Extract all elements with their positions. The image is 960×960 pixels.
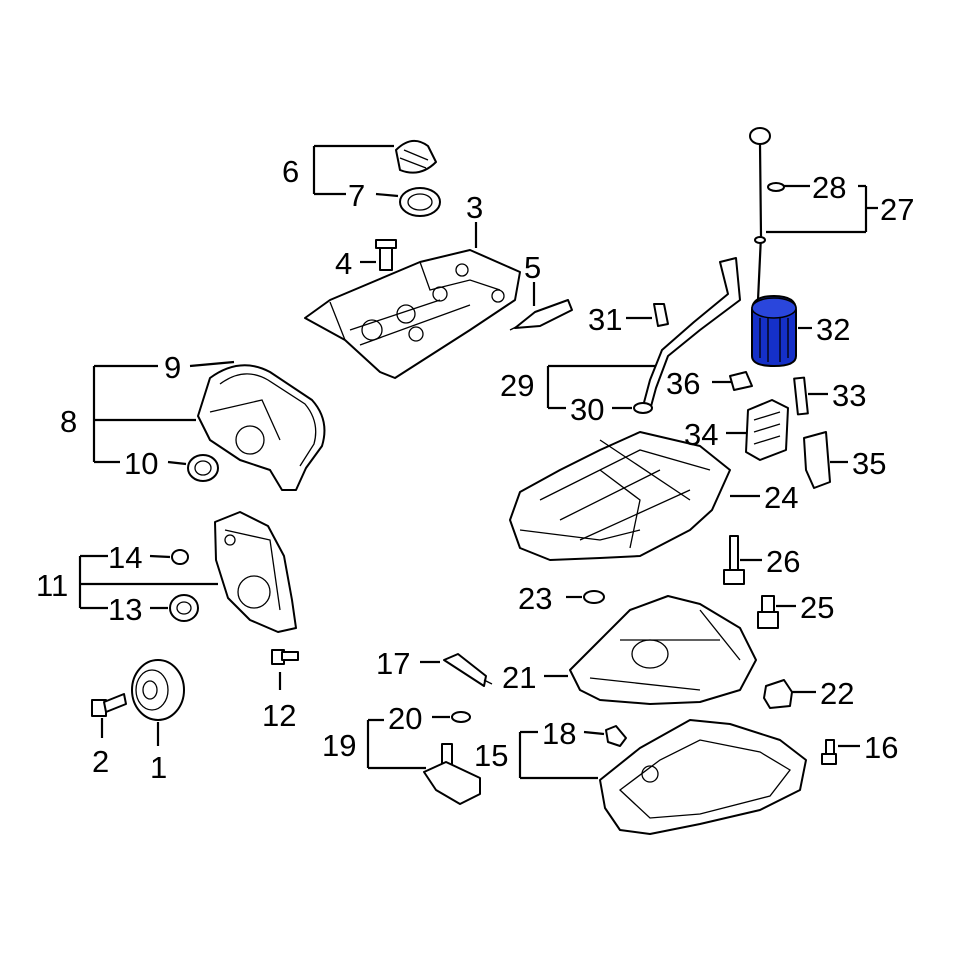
part-valve-cover — [304, 249, 521, 379]
part-bolt-2 — [91, 693, 127, 717]
callout-6: 6 — [282, 154, 299, 189]
callout-29: 29 — [500, 368, 534, 403]
callout-27: 27 — [880, 192, 914, 227]
callout-9: 9 — [164, 350, 181, 385]
part-sensor-36 — [729, 371, 753, 391]
callout-5: 5 — [524, 250, 541, 285]
callout-16: 16 — [864, 730, 898, 765]
callout-24: 24 — [764, 480, 798, 515]
callout-31: 31 — [588, 302, 622, 337]
part-sealant-17 — [443, 653, 493, 687]
part-o-ring-30 — [633, 402, 653, 414]
part-oil-cooler — [745, 399, 789, 461]
part-upper-oil-pan — [509, 431, 731, 561]
callout-22: 22 — [820, 676, 854, 711]
callout-11: 11 — [36, 568, 68, 603]
callout-7: 7 — [348, 178, 365, 213]
callout-8: 8 — [60, 404, 77, 439]
callout-labels: 6 7 3 4 5 9 8 10 14 11 13 12 2 1 28 27 3… — [36, 154, 914, 785]
callout-10: 10 — [124, 446, 158, 481]
part-gasket-35 — [803, 431, 831, 489]
callout-32: 32 — [816, 312, 850, 347]
part-dipstick — [749, 127, 785, 301]
callout-15: 15 — [474, 738, 508, 773]
part-baffle-plate — [569, 595, 757, 705]
part-seal-10 — [187, 454, 219, 482]
part-plug-25 — [757, 595, 779, 629]
part-plug-14 — [171, 549, 189, 565]
part-oil-filter — [751, 294, 797, 368]
part-timing-cover — [197, 364, 326, 491]
leader-lines — [78, 144, 878, 780]
callout-12: 12 — [262, 698, 296, 733]
part-pulley — [131, 659, 185, 721]
part-oil-level-sensor — [423, 743, 481, 805]
part-drain-plug — [605, 725, 627, 747]
callout-25: 25 — [800, 590, 834, 625]
callout-13: 13 — [108, 592, 142, 627]
callout-20: 20 — [388, 701, 422, 736]
part-o-ring-20 — [451, 711, 471, 723]
callout-4: 4 — [335, 246, 352, 281]
callout-21: 21 — [502, 660, 536, 695]
callout-33: 33 — [832, 378, 866, 413]
callout-23: 23 — [518, 581, 552, 616]
callout-2: 2 — [92, 744, 109, 779]
callout-36: 36 — [666, 366, 700, 401]
part-bracket-22 — [763, 679, 793, 709]
part-oil-filler-cap — [395, 139, 437, 174]
callout-17: 17 — [376, 646, 410, 681]
part-seal-23 — [583, 590, 605, 604]
part-seal-13 — [169, 594, 199, 622]
callout-19: 19 — [322, 728, 356, 763]
part-bolt-31 — [653, 303, 669, 327]
part-bolt-12 — [271, 649, 299, 665]
callout-1: 1 — [150, 750, 167, 785]
callout-26: 26 — [766, 544, 800, 579]
part-lower-oil-pan — [599, 719, 807, 835]
callout-35: 35 — [852, 446, 886, 481]
callout-30: 30 — [570, 392, 604, 427]
part-bolt-26 — [723, 535, 745, 585]
callout-34: 34 — [684, 417, 718, 452]
callout-28: 28 — [812, 170, 846, 205]
callout-3: 3 — [466, 190, 483, 225]
part-bolt-4 — [375, 239, 397, 271]
part-cap-seal — [399, 187, 441, 217]
part-sealant-tube — [509, 299, 573, 331]
part-bolt-16 — [821, 739, 837, 765]
part-lower-timing-cover — [214, 511, 297, 633]
callout-14: 14 — [108, 540, 142, 575]
callout-18: 18 — [542, 716, 576, 751]
part-sleeve-33 — [793, 376, 809, 416]
